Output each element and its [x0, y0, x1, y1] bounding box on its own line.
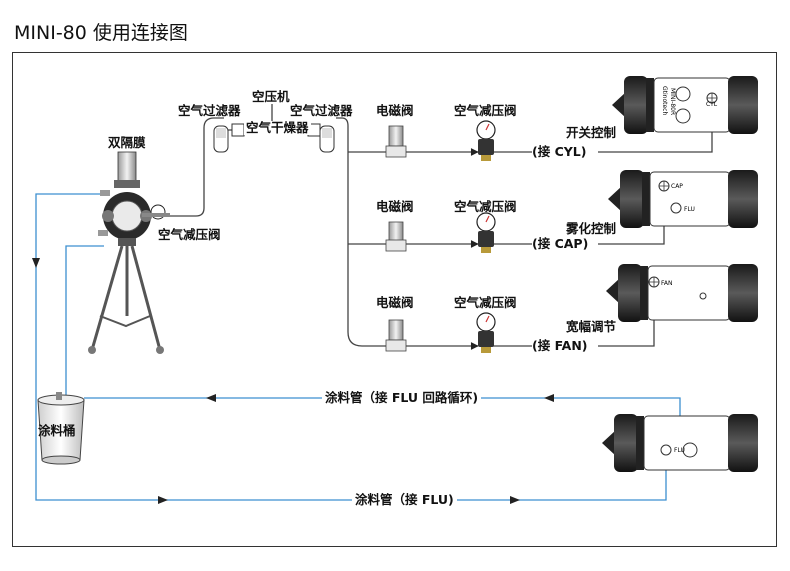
paint-bucket-icon: [37, 392, 85, 465]
air-filter-right-icon: [319, 125, 335, 153]
regulator-label-1: 空气减压阀: [454, 103, 517, 118]
port-flu-bottom-text: FLU: [674, 447, 685, 454]
solenoid-valve-icon: [385, 125, 407, 352]
tripod-wheels: [88, 346, 164, 354]
regulator-label-3: 空气减压阀: [454, 295, 517, 310]
regulator-label-2: 空气减压阀: [454, 199, 517, 214]
air-filter-left-label: 空气过滤器: [178, 103, 241, 118]
solenoid-label-3: 电磁阀: [376, 295, 414, 310]
width-adjust-label: 宽幅调节: [566, 319, 617, 334]
air-dryer-label: 空气干燥器: [244, 120, 311, 135]
solenoid-label-2: 电磁阀: [376, 199, 414, 214]
air-filter-right-label: 空气过滤器: [290, 103, 353, 118]
gun-brand-text: Gtinotech: [661, 86, 668, 115]
spray-gun-cap: CAP FLU: [608, 170, 758, 228]
air-filter-left-icon: [213, 125, 229, 153]
gun-model-text: MINI-80R: [669, 88, 676, 115]
air-dryer-icon: [231, 123, 321, 137]
port-fan-text: FAN: [661, 280, 673, 287]
spray-gun-flu: FLU: [602, 414, 758, 472]
paint-pipe-feed-label: 涂料管（接 FLU): [352, 493, 457, 507]
spray-gun-fan: FAN: [606, 264, 758, 322]
pump-regulator-label: 空气减压阀: [158, 227, 221, 242]
switch-control-label: 开关控制: [566, 125, 617, 140]
diagram-frame: [12, 52, 777, 547]
port-cyl-text: CYL: [706, 101, 718, 108]
connect-cap-label: (接 CAP): [532, 236, 589, 251]
tripod-stand: [90, 245, 162, 351]
page-title: MINI-80 使用连接图: [14, 22, 188, 44]
flow-arrows: [32, 258, 554, 504]
paint-bucket-label: 涂料桶: [38, 423, 76, 438]
atomize-control-label: 雾化控制: [566, 221, 617, 236]
pressure-regulator-icon: [476, 120, 496, 353]
air-supply-lines: [170, 100, 713, 350]
spray-gun-cyl: Gtinotech MINI-80R CYL: [612, 76, 758, 134]
paint-pipe-return-label: 涂料管（接 FLU 回路循环): [322, 391, 482, 405]
diaphragm-pump-icon: [98, 151, 170, 246]
double-diaphragm-label: 双隔膜: [108, 135, 146, 150]
port-flu-top-text: FLU: [684, 206, 695, 213]
connect-cyl-label: (接 CYL): [532, 144, 587, 159]
port-cap-text: CAP: [671, 183, 683, 190]
connect-fan-label: (接 FAN): [532, 338, 588, 353]
compressor-label: 空压机: [252, 89, 290, 104]
solenoid-label-1: 电磁阀: [376, 103, 414, 118]
